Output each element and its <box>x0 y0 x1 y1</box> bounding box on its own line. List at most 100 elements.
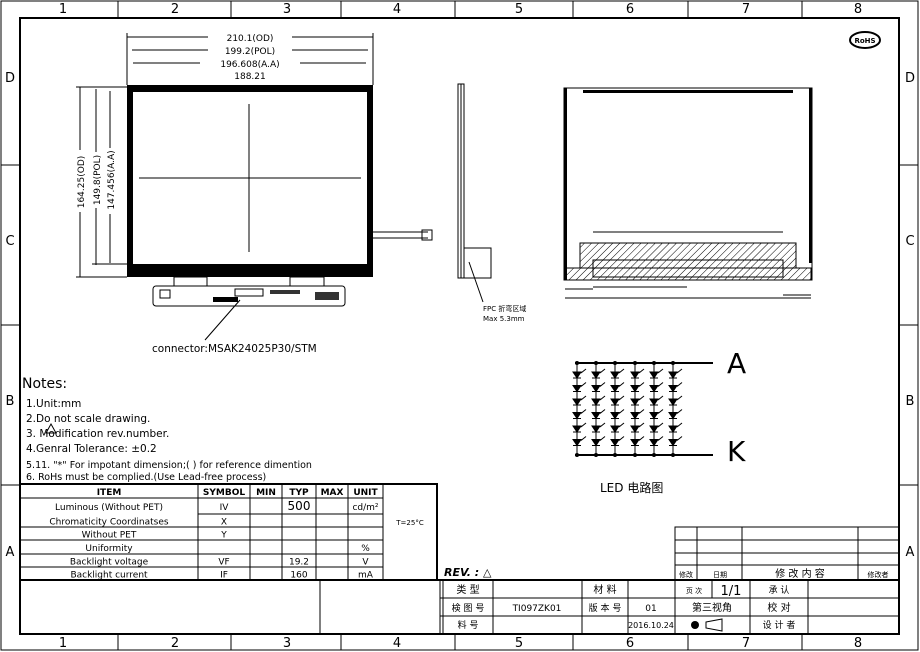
led-diode-icon <box>630 425 640 433</box>
dim-height-pol: 149.8(POL) <box>93 155 103 205</box>
column-marker-top: 7 <box>742 2 750 17</box>
table-header: ITEM <box>97 488 122 498</box>
led-diode-icon <box>610 398 620 406</box>
fpc-bend-label: FPC 折弯区域 <box>483 304 526 313</box>
version-label: 版 本 号 <box>589 602 622 614</box>
led-diode-icon <box>572 425 582 433</box>
junction-dot <box>594 453 598 457</box>
led-diode-icon <box>630 385 640 393</box>
row-marker-right: B <box>906 394 915 409</box>
row-marker-right: A <box>906 545 915 560</box>
column-marker-top: 2 <box>171 2 179 17</box>
fpc-max-label: Max 5.3mm <box>483 315 525 323</box>
anode-label: A <box>727 347 746 380</box>
led-diode-icon <box>668 412 678 420</box>
dim-width-pol: 199.2(POL) <box>225 47 275 57</box>
rev-label: REV. : △ <box>444 566 492 579</box>
table-cell: cd/m² <box>352 503 378 513</box>
led-diode-icon <box>591 412 601 420</box>
table-cell: 19.2 <box>289 558 309 568</box>
led-diode-icon <box>649 398 659 406</box>
led-circuit-caption: LED 电路图 <box>600 480 663 495</box>
connector <box>234 288 264 297</box>
dim-height-aa: 147.456(A.A) <box>107 150 117 209</box>
table-header: UNIT <box>353 488 378 498</box>
junction-dot <box>633 453 637 457</box>
column-marker-top: 5 <box>515 2 523 17</box>
column-marker-top: 1 <box>59 2 67 17</box>
led-diode-icon <box>668 385 678 393</box>
led-diode-icon <box>668 371 678 379</box>
table-cell: Uniformity <box>85 544 133 554</box>
led-diode-icon <box>668 439 678 447</box>
junction-dot <box>652 361 656 365</box>
pcb-board <box>152 285 346 307</box>
led-diode-icon <box>572 398 582 406</box>
rohs-logo-text: RoHS <box>854 37 875 45</box>
table-cell: X <box>221 518 227 528</box>
junction-dot <box>575 453 579 457</box>
inner-frame <box>19 17 900 635</box>
junction-dot <box>671 453 675 457</box>
column-marker-top: 6 <box>626 2 634 17</box>
drawing-number-label: 検 图 号 <box>452 602 485 614</box>
led-diode-icon <box>591 425 601 433</box>
junction-dot <box>652 453 656 457</box>
table-cell: Backlight voltage <box>70 558 149 568</box>
table-header: TYP <box>289 488 309 498</box>
note-item: 1.Unit:mm <box>26 398 81 410</box>
led-diode-icon <box>649 371 659 379</box>
led-circuit <box>572 361 713 457</box>
column-marker-bottom: 1 <box>59 636 67 651</box>
led-diode-icon <box>610 385 620 393</box>
connector-label: connector:MSAK24025P30/STM <box>152 343 317 355</box>
led-diode-icon <box>649 425 659 433</box>
column-marker-bottom: 3 <box>283 636 291 651</box>
dim-width-aa: 196.608(A.A) <box>220 60 279 70</box>
note-item: 2.Do not scale drawing. <box>26 413 150 425</box>
led-diode-icon <box>630 371 640 379</box>
table-cell: 160 <box>290 571 307 581</box>
column-marker-bottom: 4 <box>393 636 401 651</box>
row-marker-right: C <box>905 234 914 249</box>
junction-dot <box>613 453 617 457</box>
note-item: 5.11. "*" For impotant dimension;( ) for… <box>26 460 312 471</box>
column-marker-top: 4 <box>393 2 401 17</box>
dim-width-inner: 188.21 <box>234 72 266 82</box>
material-label: 材 料 <box>593 583 616 596</box>
led-diode-icon <box>610 439 620 447</box>
table-header: SYMBOL <box>203 488 245 498</box>
led-diode-icon <box>591 398 601 406</box>
revision-header: 修 改 内 容 <box>775 567 825 580</box>
table-header: MAX <box>321 488 344 498</box>
led-diode-icon <box>610 371 620 379</box>
note-item: 3. Modification rev.number. <box>26 428 169 440</box>
dim-width-od: 210.1(OD) <box>227 34 274 44</box>
led-diode-icon <box>591 371 601 379</box>
notes-title: Notes: <box>22 376 67 392</box>
row-marker-left: B <box>6 394 15 409</box>
led-diode-icon <box>610 412 620 420</box>
front-view: 210.1(OD) 199.2(POL) 196.608(A.A) 188.21… <box>74 31 433 355</box>
third-angle-projection-icon <box>705 618 723 632</box>
column-marker-bottom: 2 <box>171 636 179 651</box>
dim-height-od: 164.25(OD) <box>77 156 87 209</box>
page-number: 1/1 <box>721 584 742 599</box>
junction-dot <box>575 361 579 365</box>
table-cell: VF <box>218 558 229 568</box>
led-diode-icon <box>591 439 601 447</box>
version-number: 01 <box>645 604 656 614</box>
column-marker-bottom: 5 <box>515 636 523 651</box>
drawing-number: TI097ZK01 <box>512 604 562 614</box>
table-cell: mA <box>358 571 374 581</box>
led-diode-icon <box>649 385 659 393</box>
note-item: 6. RoHs must be complied.(Use Lead-free … <box>26 472 266 483</box>
column-marker-top: 3 <box>283 2 291 17</box>
row-marker-left: D <box>5 71 15 86</box>
table-cell: IV <box>220 503 230 513</box>
led-diode-icon <box>668 425 678 433</box>
column-marker-bottom: 8 <box>854 636 862 651</box>
